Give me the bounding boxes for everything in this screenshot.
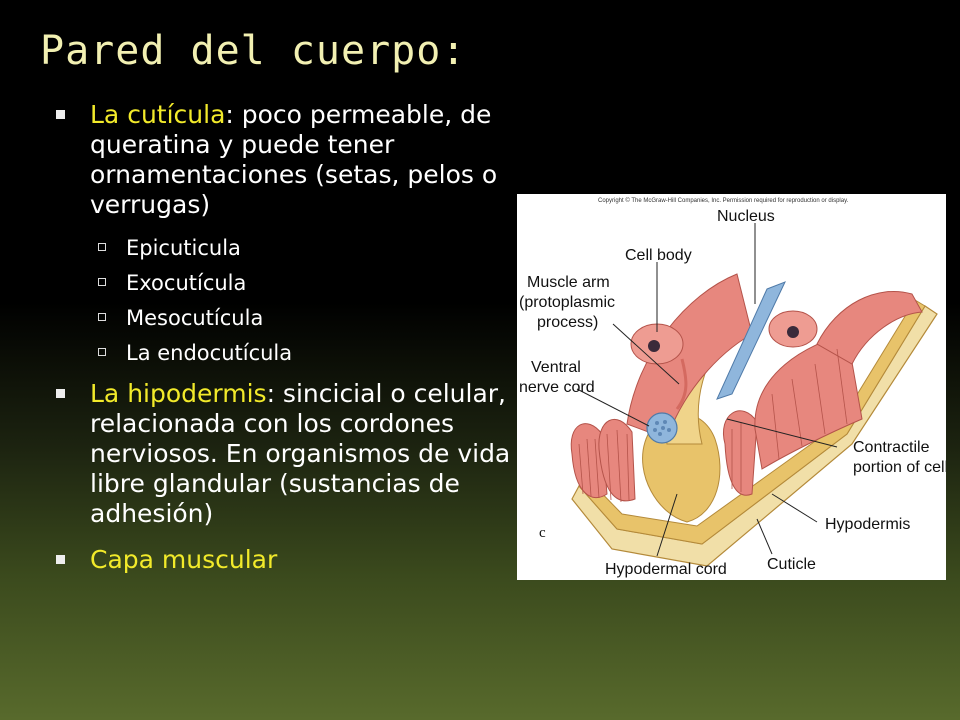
bullet-square-icon (56, 555, 65, 564)
bullet-capa-muscular: Capa muscular (56, 545, 516, 575)
bullet-square-icon (56, 389, 65, 398)
sub-bullet-label: Exocutícula (126, 271, 247, 295)
leader-lines (576, 223, 838, 557)
label-cuticle: Cuticle (767, 556, 816, 573)
label-cell-body: Cell body (625, 247, 692, 264)
text-hipodermis: : sincicial o celular, relacionada con l… (90, 379, 511, 528)
label-muscle-arm-2: (protoplasmic (519, 294, 615, 311)
hollow-square-icon (98, 313, 106, 321)
bullet-cuticula: La cutícula: poco permeable, de queratin… (56, 100, 516, 220)
nucleus-right (787, 326, 799, 338)
label-contractile-1: Contractile (853, 439, 930, 456)
term-cuticula: La cutícula (90, 100, 226, 129)
sub-bullet-endocuticula: La endocutícula (56, 341, 516, 365)
muscle-arm (675, 358, 688, 410)
label-contractile-2: portion of cell (853, 459, 946, 476)
nucleus-left (648, 340, 660, 352)
sub-bullet-exocuticula: Exocutícula (56, 271, 516, 295)
label-nucleus: Nucleus (717, 208, 775, 225)
label-ventral-1: Ventral (531, 359, 581, 376)
muscle-bundle (723, 410, 758, 496)
term-capa-muscular: Capa muscular (90, 545, 278, 574)
hollow-square-icon (98, 278, 106, 286)
muscle-cell-left (626, 273, 753, 440)
bullet-hipodermis: La hipodermis: sincicial o celular, rela… (56, 379, 516, 529)
hollow-square-icon (98, 243, 106, 251)
copyright-notice: Copyright © The McGraw-Hill Companies, I… (598, 197, 849, 204)
term-hipodermis: La hipodermis (90, 379, 267, 408)
hollow-square-icon (98, 348, 106, 356)
muscle-striations (578, 348, 848, 503)
body-wall-illustration: Copyright © The McGraw-Hill Companies, I… (519, 197, 946, 578)
cuticula-layers-list: Epicuticula Exocutícula Mesocutícula La … (56, 236, 516, 365)
body-wall-diagram: Copyright © The McGraw-Hill Companies, I… (517, 194, 946, 580)
label-muscle-arm-3: process) (537, 314, 598, 331)
nerve-fibers (653, 420, 671, 436)
sub-bullet-mesocuticula: Mesocutícula (56, 306, 516, 330)
panel-letter: c (539, 525, 546, 541)
label-muscle-arm-1: Muscle arm (527, 274, 610, 291)
sub-bullet-label: Mesocutícula (126, 306, 264, 330)
dorsal-nerve (716, 281, 786, 400)
label-ventral-2: nerve cord (519, 379, 595, 396)
label-hypodermis: Hypodermis (825, 516, 910, 533)
muscle-bundle (598, 419, 636, 502)
bullet-square-icon (56, 110, 65, 119)
sub-bullet-label: La endocutícula (126, 341, 293, 365)
sub-bullet-label: Epicuticula (126, 236, 241, 260)
sub-bullet-epicuticula: Epicuticula (56, 236, 516, 260)
muscle-cell-far (816, 290, 923, 365)
slide-title: Pared del cuerpo: (40, 28, 467, 74)
bullet-list: La cutícula: poco permeable, de queratin… (56, 100, 516, 591)
text-cuticula: : poco permeable, de queratina y puede t… (90, 100, 498, 219)
label-hypodermal-cord: Hypodermal cord (605, 561, 727, 578)
